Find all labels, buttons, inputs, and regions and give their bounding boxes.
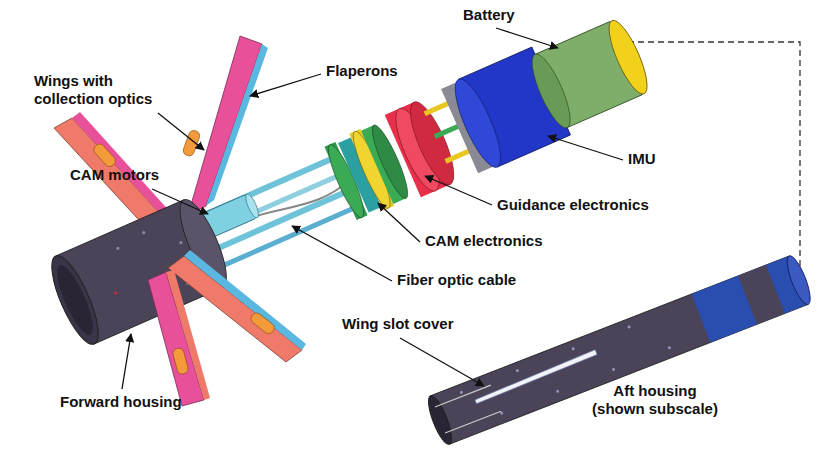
part-label: CAM motors [70, 166, 159, 184]
part-label: Wings with collection optics [34, 72, 184, 108]
part-label: Battery [463, 6, 515, 24]
part-label: Guidance electronics [497, 196, 649, 214]
part-label: CAM electronics [425, 232, 543, 250]
missile-body [43, 9, 658, 350]
part-label: Fiber optic cable [397, 271, 516, 289]
part-label: Forward housing [60, 393, 182, 411]
part-label: IMU [628, 150, 656, 168]
lower-wings [148, 250, 306, 406]
dashed-bracket [628, 42, 800, 282]
part-label: Aft housing (shown subscale) [588, 382, 722, 418]
part-label: Wing slot cover [342, 315, 454, 333]
part-label: Flaperons [326, 62, 398, 80]
